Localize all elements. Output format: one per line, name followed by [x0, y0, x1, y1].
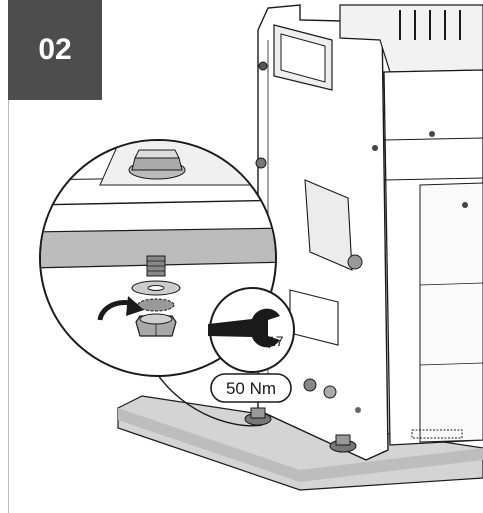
- step-number-badge: 02: [8, 0, 102, 100]
- torque-value-label: 50 Nm: [226, 379, 276, 398]
- detail-leader-line: [149, 361, 263, 427]
- lock-washer: [137, 298, 175, 312]
- floor-bolt-front: [244, 407, 272, 426]
- hex-nut: [135, 313, 177, 337]
- floor-bolt-rear: [329, 434, 357, 453]
- panel-frame: [8, 0, 483, 513]
- breaker-body: [339, 4, 483, 446]
- floor-plate: [117, 395, 483, 491]
- wrench-callout: 17: [208, 287, 295, 373]
- tighten-arrow-icon: [97, 296, 144, 321]
- wrench-size-label: 17: [268, 333, 284, 349]
- wrench-icon: [208, 308, 280, 348]
- torque-callout: 50 Nm: [210, 373, 292, 403]
